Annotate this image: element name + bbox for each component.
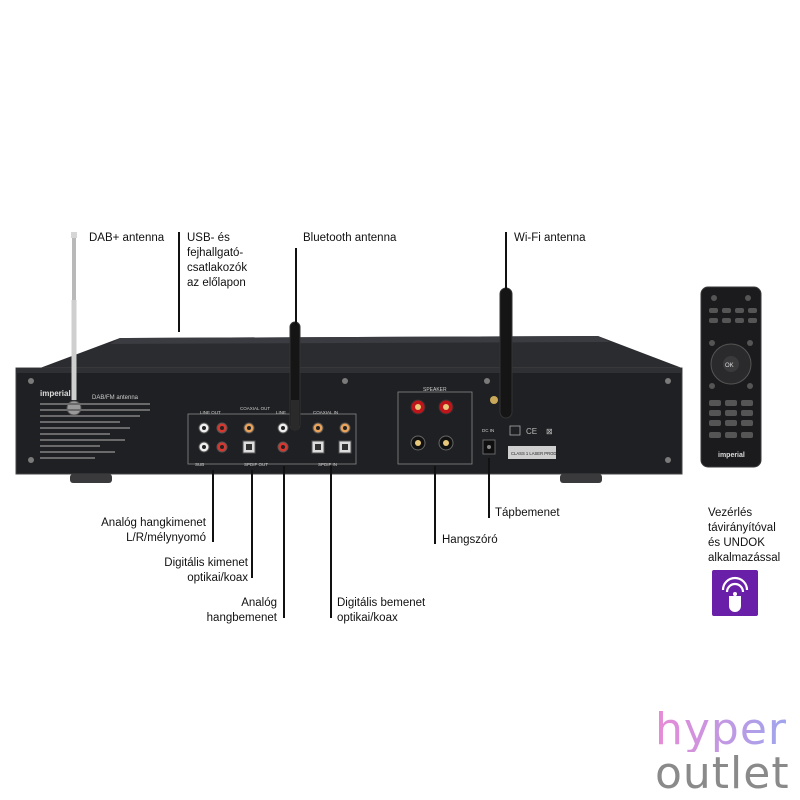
label-wifi-antenna: Wi-Fi antenna [514, 232, 586, 244]
label-remote-app: Vezérlés távirányítóval és UNDOK alkalma… [708, 507, 781, 564]
leader-analog-out [212, 470, 214, 542]
compliance-marks: CE ⊠ [509, 425, 553, 436]
label-spdif-out: SPDIF OUT [244, 462, 268, 467]
label-speaker: SPEAKER [423, 387, 447, 393]
remote-brand: imperial [718, 452, 745, 459]
speaker-terminals [410, 399, 454, 451]
label-spdif-in: SPDIF IN [318, 462, 337, 467]
leader-digital-in [330, 466, 332, 618]
rca-jacks [198, 422, 351, 453]
label-usb-headphone: USB- és fejhallgató- csatlakozók az elől… [187, 232, 248, 289]
hyper-outlet-logo: hyper outlet [655, 708, 795, 796]
remote-control: OK imperial [700, 286, 762, 468]
label-bluetooth-antenna: Bluetooth antenna [303, 232, 397, 244]
antenna-port-label: DAB/FM antenna [92, 395, 139, 401]
label-line-out: LINE OUT [200, 410, 221, 415]
leader-bluetooth [295, 248, 297, 326]
label-sub: SUB [195, 462, 204, 467]
leader-power [488, 458, 490, 518]
svg-text:CE: CE [526, 427, 537, 436]
label-laser: CLASS 1 LASER PRODUCT [511, 451, 565, 456]
label-dc-in: DC IN [482, 428, 494, 433]
svg-text:OK: OK [725, 363, 734, 369]
leader-speaker [434, 466, 436, 544]
device-brand: imperial [40, 389, 71, 398]
leader-wifi [505, 232, 507, 290]
label-coaxial-out: COAXIAL OUT [240, 406, 270, 411]
leader-digital-out [251, 470, 253, 578]
svg-text:⊠: ⊠ [546, 427, 553, 436]
leader-analog-in [283, 466, 285, 618]
undok-app-icon [712, 570, 758, 616]
label-dab-antenna: DAB+ antenna [89, 232, 165, 244]
label-coaxial-in: COAXIAL IN [313, 410, 338, 415]
optical-ports [242, 440, 352, 454]
label-line-in: LINE [276, 410, 286, 415]
label-speaker-out: Hangszóró [442, 534, 498, 546]
leader-usb [178, 232, 180, 332]
label-power-in: Tápbemenet [495, 507, 560, 519]
